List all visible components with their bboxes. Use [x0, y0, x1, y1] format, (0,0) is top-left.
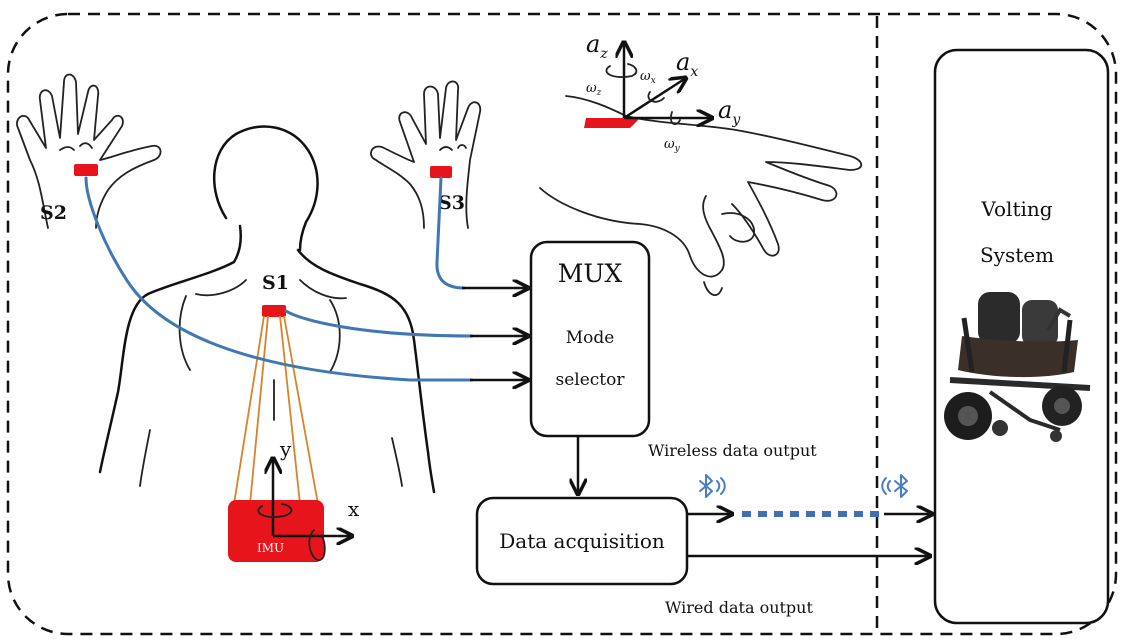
outer-dashed-frame [6, 12, 1118, 636]
hand-axis-labels: az ax ay ωx ωy ωz [586, 30, 741, 154]
s2-label: S2 [40, 202, 67, 224]
s1-label: S1 [262, 272, 289, 294]
s3-sensor [430, 166, 452, 178]
svg-text:az: az [586, 30, 608, 62]
left-hand-icon [16, 73, 162, 229]
hand-sensor [584, 118, 640, 128]
s3-label: S3 [438, 192, 465, 214]
wireless-label: Wireless data output [648, 441, 817, 460]
imu-axis-x-label: x [348, 497, 360, 521]
imu-axes [257, 458, 352, 561]
cable-s3 [435, 176, 466, 290]
s1-sensor [262, 305, 286, 317]
mux-line2: selector [556, 370, 626, 390]
volting-system-box [933, 48, 1110, 625]
mux-line1: Mode [566, 328, 615, 348]
svg-text:ωz: ωz [586, 81, 602, 98]
mux-title: MUX [558, 259, 623, 288]
imu-wires [233, 315, 319, 505]
imu-block [228, 500, 324, 562]
volting-line2: System [980, 243, 1054, 267]
hand-axes-arrows [605, 42, 712, 124]
svg-text:ωx: ωx [640, 69, 656, 86]
imu-label: IMU [257, 541, 284, 555]
svg-text:ωy: ωy [664, 137, 681, 154]
svg-text:ax: ax [676, 48, 698, 80]
bluetooth-receiver-icon [881, 474, 908, 498]
data-acquisition-box [475, 496, 689, 586]
wheelchair-image [944, 292, 1091, 442]
back-figure [98, 125, 436, 494]
cable-s2 [84, 176, 474, 382]
imu-axis-y-label: y [279, 437, 292, 461]
volting-line1: Volting [980, 197, 1052, 221]
svg-text:ay: ay [718, 96, 741, 128]
data-acquisition-label: Data acquisition [499, 529, 665, 553]
wired-label: Wired data output [665, 598, 813, 617]
cable-s1 [284, 309, 474, 338]
mux-box [529, 240, 651, 438]
right-hand-icon [370, 80, 482, 229]
bluetooth-icon [699, 474, 726, 498]
s2-sensor [74, 164, 98, 176]
